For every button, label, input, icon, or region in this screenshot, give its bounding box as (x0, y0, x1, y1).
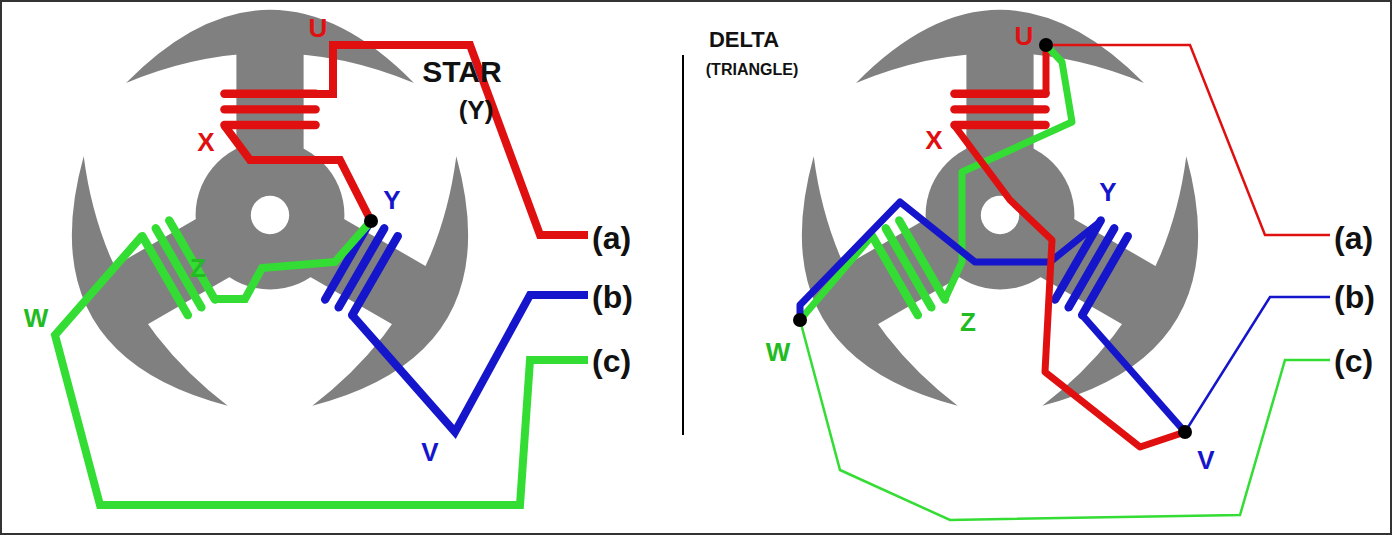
supply-line-label: (a) (592, 222, 631, 254)
coil-u (224, 94, 315, 125)
supply-line-label: (a) (1334, 222, 1373, 254)
coil-w (872, 221, 945, 316)
star-wires (55, 45, 588, 505)
supply-line-label: (c) (1334, 345, 1373, 377)
delta-terminal-lines (800, 45, 1330, 520)
connection-title: STAR (422, 57, 501, 87)
stator-delta (750, 10, 1249, 443)
connection-subtitle: (TRIANGLE) (706, 62, 798, 78)
terminal-name: Z (960, 309, 976, 335)
terminal-name: W (766, 339, 791, 365)
terminal-name: Y (383, 187, 400, 213)
coil-v (1055, 221, 1128, 316)
terminal-name: Z (190, 255, 206, 281)
coil-w (142, 221, 215, 316)
terminal-name: U (1015, 23, 1034, 49)
delta-wires (800, 45, 1185, 447)
divider-line (682, 55, 684, 435)
delta-junctions (793, 38, 1192, 439)
terminal-name: X (197, 129, 214, 155)
terminal-name: Y (1099, 179, 1116, 205)
terminal-name: W (24, 305, 49, 331)
stator-star (20, 10, 519, 443)
coil-u (954, 94, 1045, 125)
connection-subtitle: (Y) (459, 97, 494, 123)
supply-line-label: (b) (1334, 281, 1375, 313)
supply-line-label: (c) (592, 345, 631, 377)
terminal-name: U (309, 15, 328, 41)
supply-line-label: (b) (592, 281, 633, 313)
terminal-name: V (1197, 447, 1214, 473)
terminal-name: X (925, 127, 942, 153)
terminal-name: V (421, 439, 438, 465)
connection-title: DELTA (709, 29, 779, 51)
star-point (364, 214, 378, 228)
